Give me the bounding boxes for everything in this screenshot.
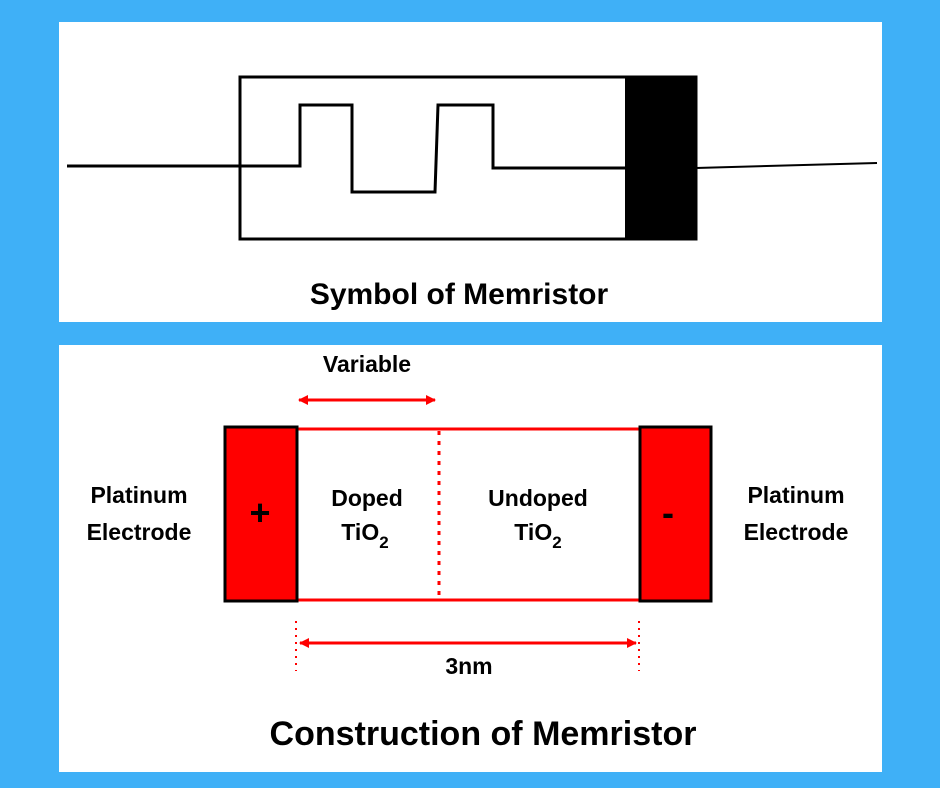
- construction-panel: Variable + - Platinum Electrode Platinum…: [59, 345, 882, 772]
- undoped-region-label-line1: Undoped: [488, 485, 588, 511]
- symbol-panel: Symbol of Memristor: [59, 22, 882, 322]
- left-electrode-label-line1: Platinum: [90, 482, 187, 508]
- undoped-region-label-line2: TiO2: [514, 519, 561, 552]
- width-label: 3nm: [445, 653, 492, 679]
- right-lead-wire: [695, 162, 878, 169]
- zigzag-waveform: [240, 103, 625, 194]
- left-electrode-label-line2: Electrode: [87, 519, 192, 545]
- left-electrode: [223, 425, 299, 603]
- minus-sign: -: [662, 492, 674, 533]
- symbol-caption: Symbol of Memristor: [310, 278, 609, 311]
- memristor-symbol-diagram: Symbol of Memristor: [67, 75, 878, 311]
- polarity-bar: [625, 77, 696, 239]
- plus-sign: +: [249, 492, 270, 533]
- doped-region-label-line1: Doped: [331, 485, 403, 511]
- right-electrode-label-line2: Electrode: [744, 519, 849, 545]
- memristor-construction-diagram: Variable + - Platinum Electrode Platinum…: [87, 351, 849, 753]
- variable-label: Variable: [323, 351, 411, 377]
- right-electrode: [638, 425, 713, 603]
- construction-caption: Construction of Memristor: [270, 715, 697, 753]
- doped-region-label-line2: TiO2: [341, 519, 388, 552]
- right-electrode-label-line1: Platinum: [747, 482, 844, 508]
